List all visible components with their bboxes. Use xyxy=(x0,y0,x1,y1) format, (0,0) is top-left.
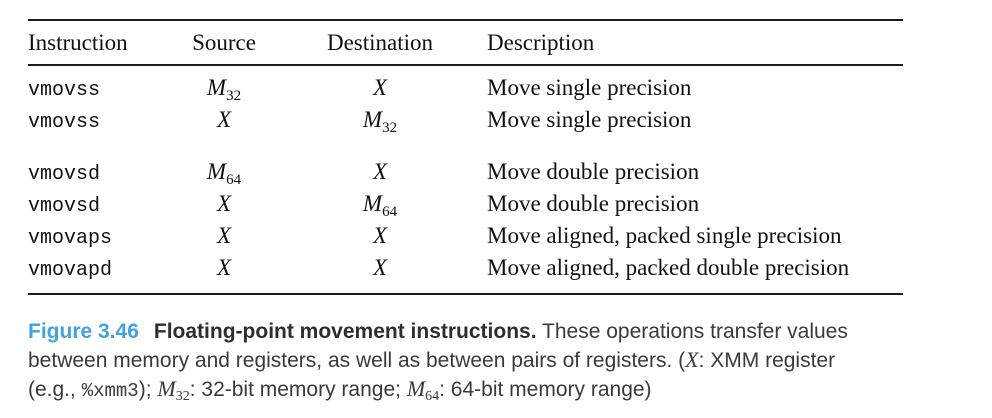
math-subscript-32: 32 xyxy=(175,389,190,404)
instruction-cell: vmovss xyxy=(28,111,101,134)
table-header-rule xyxy=(28,64,903,66)
operand-symbol: M xyxy=(206,159,227,184)
instruction-cell: vmovsd xyxy=(28,163,101,186)
table-row: vmovss X M32 Move single precision xyxy=(28,104,903,136)
operand-symbol: X xyxy=(372,159,388,184)
table-body: vmovss M32 X Move single precision vmovs… xyxy=(28,66,903,293)
table-top-rule xyxy=(28,19,903,21)
instruction-cell: vmovaps xyxy=(28,227,113,250)
table-bottom-rule xyxy=(28,293,903,295)
caption-text: (e.g., xyxy=(28,378,82,401)
description-cell: Move single precision xyxy=(487,107,692,132)
instruction-cell: vmovapd xyxy=(28,259,113,282)
operand-subscript: 64 xyxy=(382,204,398,220)
destination-cell: M32 xyxy=(284,104,476,139)
source-cell: X xyxy=(164,252,284,287)
source-cell: M32 xyxy=(164,72,284,107)
source-cell: X xyxy=(164,188,284,223)
operand-symbol: X xyxy=(216,223,232,248)
math-symbol-x: X xyxy=(685,347,699,372)
operand-symbol: M xyxy=(206,75,227,100)
math-subscript-64: 64 xyxy=(425,389,440,404)
operand-subscript: 32 xyxy=(382,120,398,136)
operand-symbol: X xyxy=(216,107,232,132)
caption-line-1: Figure 3.46 Floating-point movement instr… xyxy=(28,318,978,346)
row-group-gap xyxy=(28,136,903,156)
source-cell: X xyxy=(164,104,284,139)
table-header-row: Instruction Source Destination Descripti… xyxy=(28,21,903,64)
header-description: Description xyxy=(487,29,595,55)
table-row: vmovsd M64 X Move double precision xyxy=(28,156,903,188)
figure-number: Figure 3.46 xyxy=(28,320,139,343)
destination-cell: X xyxy=(284,252,476,287)
table-row: vmovss M32 X Move single precision xyxy=(28,72,903,104)
destination-cell: X xyxy=(284,156,476,191)
operand-symbol: M xyxy=(362,107,383,132)
source-cell: M64 xyxy=(164,156,284,191)
description-cell: Move double precision xyxy=(487,191,700,216)
table-row: vmovsd X M64 Move double precision xyxy=(28,188,903,220)
register-name-mono: %xmm3 xyxy=(81,380,139,402)
header-instruction: Instruction xyxy=(28,29,128,55)
operand-subscript: 64 xyxy=(226,172,242,188)
description-cell: Move aligned, packed double precision xyxy=(487,255,850,280)
caption-text: : 64-bit memory range) xyxy=(439,378,652,401)
description-cell: Move aligned, packed single precision xyxy=(487,223,842,248)
caption-text: between memory and registers, as well as… xyxy=(28,349,686,372)
description-cell: Move single precision xyxy=(487,75,692,100)
header-source: Source xyxy=(192,29,256,55)
destination-cell: X xyxy=(284,72,476,107)
caption-line-3: (e.g., %xmm3); M32: 32-bit memory range;… xyxy=(28,375,978,405)
header-destination: Destination xyxy=(326,29,434,55)
source-cell: X xyxy=(164,220,284,255)
destination-cell: M64 xyxy=(284,188,476,223)
caption-text: : 32-bit memory range; xyxy=(189,378,407,401)
operand-symbol: M xyxy=(362,191,383,216)
caption-title: Floating-point movement instructions. xyxy=(153,320,537,343)
caption-text: These operations transfer values xyxy=(542,320,848,343)
description-cell: Move double precision xyxy=(487,159,700,184)
operand-symbol: X xyxy=(372,223,388,248)
table-row: vmovaps X X Move aligned, packed single … xyxy=(28,220,903,252)
math-symbol-m64: M xyxy=(406,376,426,401)
instruction-cell: vmovss xyxy=(28,79,101,102)
operand-symbol: X xyxy=(216,255,232,280)
caption-line-2: between memory and registers, as well as… xyxy=(28,346,978,375)
destination-cell: X xyxy=(284,220,476,255)
table-row: vmovapd X X Move aligned, packed double … xyxy=(28,252,903,284)
math-symbol-m32: M xyxy=(157,376,176,401)
caption-text: : XMM register xyxy=(698,349,836,372)
instruction-cell: vmovsd xyxy=(28,195,101,218)
operand-symbol: X xyxy=(372,255,388,280)
caption-text: ); xyxy=(138,378,158,401)
operand-subscript: 32 xyxy=(226,88,242,104)
operand-symbol: X xyxy=(216,191,232,216)
operand-symbol: X xyxy=(372,75,388,100)
figure-caption: Figure 3.46 Floating-point movement instr… xyxy=(28,318,978,405)
instruction-table: Instruction Source Destination Descripti… xyxy=(28,19,903,295)
